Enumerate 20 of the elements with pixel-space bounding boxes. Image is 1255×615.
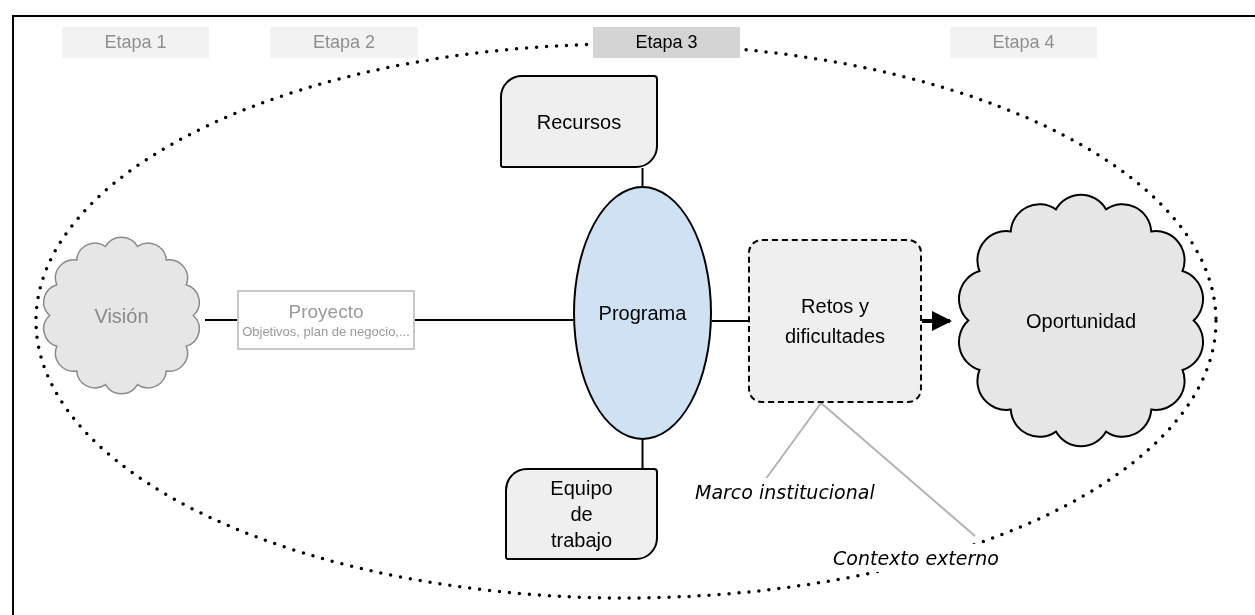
cloud-label: Oportunidad xyxy=(1025,308,1137,334)
stage-tab: Etapa 2 xyxy=(270,27,418,58)
connector-line xyxy=(641,439,644,469)
leader-line xyxy=(820,402,976,537)
stage-tab: Etapa 4 xyxy=(950,27,1097,58)
project-box xyxy=(237,290,415,350)
connector-line xyxy=(922,311,952,331)
resource-card: Recursos xyxy=(500,75,658,168)
connector-line xyxy=(711,320,749,322)
resource-card: Equipo de trabajo xyxy=(505,468,658,560)
challenge-box: Retos y dificultades xyxy=(748,239,922,403)
connector-line xyxy=(641,167,644,187)
box-subtext: Objetivos, plan de negocio,... xyxy=(242,324,410,340)
cloud-label: Visión xyxy=(94,303,149,329)
box-heading: Proyecto xyxy=(288,300,364,324)
stage-tab: Etapa 1 xyxy=(62,27,209,58)
program-ellipse: Programa xyxy=(573,186,712,440)
stage-tab: Etapa 3 xyxy=(593,27,740,58)
connector-line xyxy=(414,319,574,321)
connector-line xyxy=(204,319,238,321)
